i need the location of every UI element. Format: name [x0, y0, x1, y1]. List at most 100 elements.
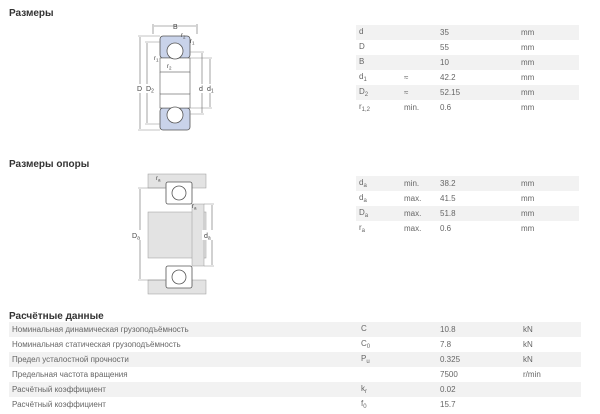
dimensions-title: Размеры: [9, 8, 54, 19]
qualifier: max.: [404, 194, 422, 203]
value-cell: 35: [437, 25, 518, 40]
ball-bottom: [166, 106, 184, 124]
qualifier: ≈: [404, 88, 409, 97]
ball-top: [171, 185, 187, 201]
symbol-subscript: 1: [363, 77, 367, 83]
label-r2-inner: r2: [167, 64, 172, 71]
qualifier-cell: ≈: [401, 70, 437, 85]
qualifier-cell: max.: [401, 221, 437, 236]
qualifier: max.: [404, 224, 422, 233]
symbol-cell: f0: [358, 397, 437, 412]
value-cell: 42.2: [437, 70, 518, 85]
name-cell: Расчётный коэффициент: [9, 397, 358, 412]
symbol-subscript: 1,2: [361, 107, 371, 113]
symbol-cell: C: [358, 322, 437, 337]
value-cell: 15.7: [437, 397, 520, 412]
symbol-cell: ra: [356, 221, 401, 236]
value-cell: 55: [437, 40, 518, 55]
symbol: d: [359, 72, 364, 81]
param-name: Номинальная динамическая грузоподъёмност…: [12, 325, 189, 334]
qualifier: min.: [404, 179, 420, 188]
symbol-cell: D: [356, 40, 401, 55]
qualifier-cell: [401, 55, 437, 70]
unit: mm: [521, 43, 535, 52]
name-cell: Номинальная статическая грузоподъёмность: [9, 337, 358, 352]
symbol-subscript: 0: [363, 404, 367, 410]
value: 0.6: [440, 224, 452, 233]
table-row: D 55 mm: [356, 40, 579, 55]
symbol-subscript: 0: [366, 344, 371, 350]
calc-table: Номинальная динамическая грузоподъёмност…: [9, 322, 581, 412]
abutment-title: Размеры опоры: [9, 159, 90, 170]
symbol: d: [359, 178, 364, 187]
symbol: r: [359, 223, 362, 232]
qualifier-cell: max.: [401, 206, 437, 221]
table-row: Номинальная статическая грузоподъёмность…: [9, 337, 581, 352]
value-cell: 10.8: [437, 322, 520, 337]
label-D2: D2: [146, 86, 154, 95]
symbol-cell: [358, 367, 437, 382]
unit: mm: [521, 88, 535, 97]
unit: mm: [521, 194, 535, 203]
value-cell: 10: [437, 55, 518, 70]
param-name: Расчётный коэффициент: [12, 385, 106, 394]
unit-cell: mm: [518, 70, 579, 85]
value-cell: 7500: [437, 367, 520, 382]
name-cell: Предельная частота вращения: [9, 367, 358, 382]
symbol: d: [359, 193, 364, 202]
qualifier-cell: ≈: [401, 85, 437, 100]
symbol-cell: Da: [356, 206, 401, 221]
unit-cell: mm: [518, 221, 579, 236]
symbol: D: [359, 208, 365, 217]
label-da: da: [204, 233, 211, 242]
unit-cell: r/min: [520, 367, 581, 382]
unit-cell: kN: [520, 322, 581, 337]
value: 7.8: [440, 340, 452, 349]
symbol-cell: D2: [356, 85, 401, 100]
ball-bottom: [171, 269, 187, 285]
unit: mm: [521, 209, 535, 218]
value: 52.15: [440, 88, 461, 97]
symbol: D: [359, 42, 365, 51]
qualifier-cell: min.: [401, 100, 437, 115]
value: 42.2: [440, 73, 456, 82]
symbol-cell: r1,2: [356, 100, 401, 115]
abutment-drawing: Da da ra ra: [131, 173, 214, 295]
label-ra-right: ra: [192, 204, 197, 211]
value: 7500: [440, 370, 458, 379]
label-d1: d1: [207, 86, 214, 95]
name-cell: Номинальная динамическая грузоподъёмност…: [9, 322, 358, 337]
unit-cell: mm: [518, 40, 579, 55]
unit: mm: [521, 28, 535, 37]
symbol: f: [361, 399, 364, 408]
value-cell: 52.15: [437, 85, 518, 100]
unit-cell: mm: [518, 55, 579, 70]
symbol-cell: d: [356, 25, 401, 40]
name-cell: Предел усталостной прочности: [9, 352, 358, 367]
value-cell: 41.5: [437, 191, 518, 206]
unit-cell: mm: [518, 100, 579, 115]
value-cell: 0.6: [437, 221, 518, 236]
value: 15.7: [440, 400, 456, 409]
label-Da: Da: [132, 233, 140, 242]
unit-cell: mm: [518, 191, 579, 206]
inner-ring-bottom: [159, 93, 191, 109]
label-r2-top: r2: [181, 33, 186, 40]
symbol: D: [359, 87, 365, 96]
symbol-subscript: a: [363, 183, 367, 189]
qualifier: min.: [404, 103, 420, 112]
label-B: B: [173, 24, 178, 31]
symbol: k: [361, 384, 365, 393]
unit-cell: [520, 397, 581, 412]
value: 55: [440, 43, 449, 52]
unit: mm: [521, 179, 535, 188]
value: 51.8: [440, 209, 456, 218]
unit: kN: [523, 325, 533, 334]
symbol-subscript: 2: [364, 92, 369, 98]
